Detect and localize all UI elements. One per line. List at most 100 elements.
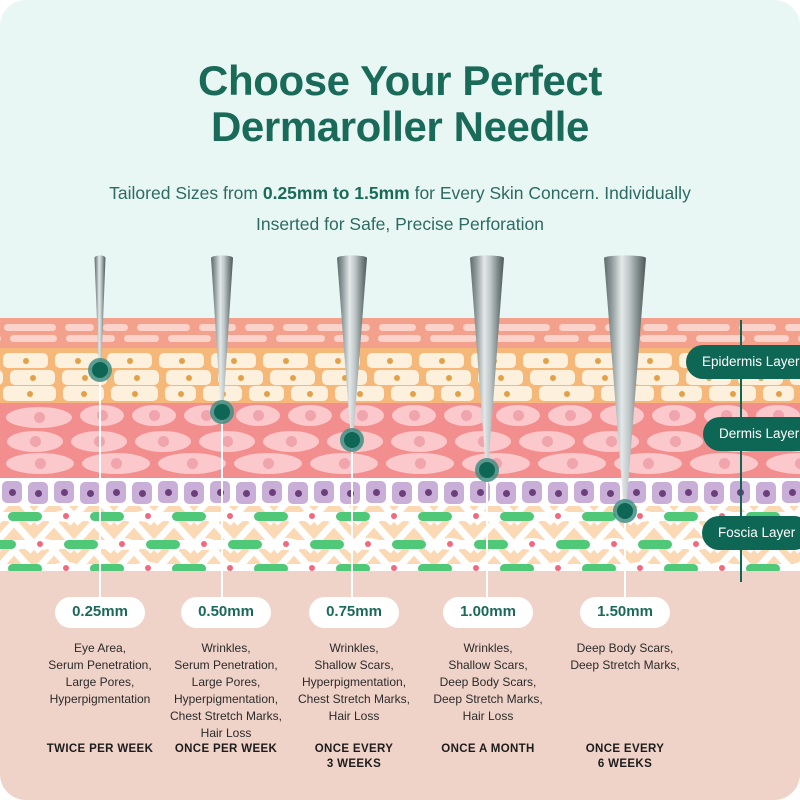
cell-nucleus: [646, 357, 653, 364]
cell-nucleus: [386, 357, 393, 364]
dermis-cell: [690, 453, 758, 474]
cell-nucleus: [450, 489, 458, 497]
cell-nucleus: [605, 436, 617, 447]
page-title-line-1: Choose Your Perfect: [198, 57, 602, 104]
fascia-vesicle: [272, 538, 300, 550]
fascia-vesicle: [626, 510, 654, 522]
needle-frequency-1: ONCE PER WEEK: [174, 743, 278, 755]
epidermis-brick: [103, 324, 128, 331]
basal-cell: [106, 481, 126, 503]
fascia-capsule: [392, 540, 426, 549]
cell-nucleus: [263, 390, 270, 397]
layer-tag-connector-line: [740, 320, 742, 582]
vesicle-nucleus: [227, 565, 233, 571]
vesicle-nucleus: [473, 513, 479, 519]
fascia-band: [0, 506, 800, 571]
epidermis-brick: [124, 335, 159, 342]
dermis-cell: [538, 453, 606, 474]
epidermis-cell: [211, 353, 256, 368]
vesicle-nucleus: [37, 541, 43, 547]
epidermis-brick: [283, 324, 308, 331]
needle-cap-3: [470, 255, 504, 261]
cell-nucleus: [26, 390, 33, 397]
cell-nucleus: [186, 458, 198, 469]
needle-frequency-0: TWICE PER WEEK: [46, 743, 154, 755]
cell-nucleus: [490, 458, 502, 469]
dermis-cell: [234, 453, 302, 474]
epidermis-brick: [798, 335, 800, 342]
basal-cell: [288, 482, 308, 504]
cell-nucleus: [642, 458, 654, 469]
fascia-capsule: [336, 564, 370, 571]
epidermis-brick: [199, 324, 236, 331]
epidermis-brick: [544, 335, 579, 342]
needle-size-badge-4[interactable]: 1.50mm: [580, 597, 670, 628]
vesicle-nucleus: [391, 565, 397, 571]
cell-nucleus: [338, 458, 350, 469]
basal-cell: [392, 482, 412, 504]
cell-nucleus: [594, 357, 601, 364]
layer-tag-dermis: Dermis Layer: [703, 417, 800, 451]
epidermis-brick: [220, 335, 267, 342]
page-title: Choose Your Perfect Dermaroller Needle: [0, 58, 800, 150]
basal-cell: [262, 481, 282, 503]
basal-cell: [236, 482, 256, 504]
epidermis-brick: [378, 335, 421, 342]
cell-nucleus: [29, 436, 41, 447]
fascia-capsule: [254, 512, 288, 521]
basal-cell: [782, 481, 800, 503]
basal-cell: [600, 482, 620, 504]
fascia-capsule: [582, 564, 616, 571]
cell-nucleus: [497, 374, 504, 381]
needle-frequency-2: ONCE EVERY 3 WEEKS: [314, 743, 394, 770]
dermis-cell: [340, 405, 384, 426]
page-title-line-2: Dermaroller Needle: [211, 103, 589, 150]
cell-nucleus: [157, 436, 169, 447]
needle-size-badge-0[interactable]: 0.25mm: [55, 597, 145, 628]
epidermis-brick: [497, 324, 550, 331]
dermis-cell: [132, 405, 176, 426]
cell-nucleus: [93, 436, 105, 447]
layer-tag-foscia-label: Foscia Layer: [718, 525, 796, 540]
basal-cell: [158, 481, 178, 503]
epidermis-brick: [677, 324, 730, 331]
cell-nucleus: [564, 410, 576, 421]
cell-nucleus: [490, 357, 497, 364]
fascia-capsule: [172, 564, 206, 571]
epidermis-brick: [276, 335, 325, 342]
cell-nucleus: [178, 357, 185, 364]
cell-nucleus: [669, 436, 681, 447]
epidermis-cell: [291, 386, 328, 401]
needle-size-badge-3[interactable]: 1.00mm: [443, 597, 533, 628]
epidermis-cell: [3, 353, 48, 368]
epidermis-brick: [463, 324, 488, 331]
basal-cell: [704, 482, 724, 504]
epidermis-cell: [203, 386, 242, 401]
cell-nucleus: [477, 436, 489, 447]
epidermis-cell: [627, 353, 672, 368]
epidermis-brick: [785, 324, 800, 331]
cell-nucleus: [34, 458, 46, 469]
dermis-cell: [135, 431, 191, 452]
fascia-capsule: [8, 564, 42, 571]
vesicle-nucleus: [391, 513, 397, 519]
dermis-cell: [82, 453, 150, 474]
vesicle-nucleus: [145, 513, 151, 519]
epidermis-cell: [391, 386, 434, 401]
vesicle-nucleus: [309, 565, 315, 571]
epidermis-cell: [55, 353, 100, 368]
fascia-vesicle: [52, 562, 80, 571]
fascia-capsule: [500, 564, 534, 571]
fascia-vesicle: [298, 510, 326, 522]
dermis-cell: [386, 453, 454, 474]
vesicle-nucleus: [611, 541, 617, 547]
epidermis-brick: [4, 324, 56, 331]
needle-uses-4: Deep Body Scars, Deep Stretch Marks,: [570, 641, 680, 672]
cell-nucleus: [668, 410, 680, 421]
needle-size-badge-1[interactable]: 0.50mm: [181, 597, 271, 628]
epidermis-cell: [763, 386, 794, 401]
needle-size-badge-2[interactable]: 0.75mm: [309, 597, 399, 628]
vesicle-nucleus: [63, 565, 69, 571]
cell-nucleus: [454, 390, 461, 397]
fascia-capsule: [90, 564, 124, 571]
